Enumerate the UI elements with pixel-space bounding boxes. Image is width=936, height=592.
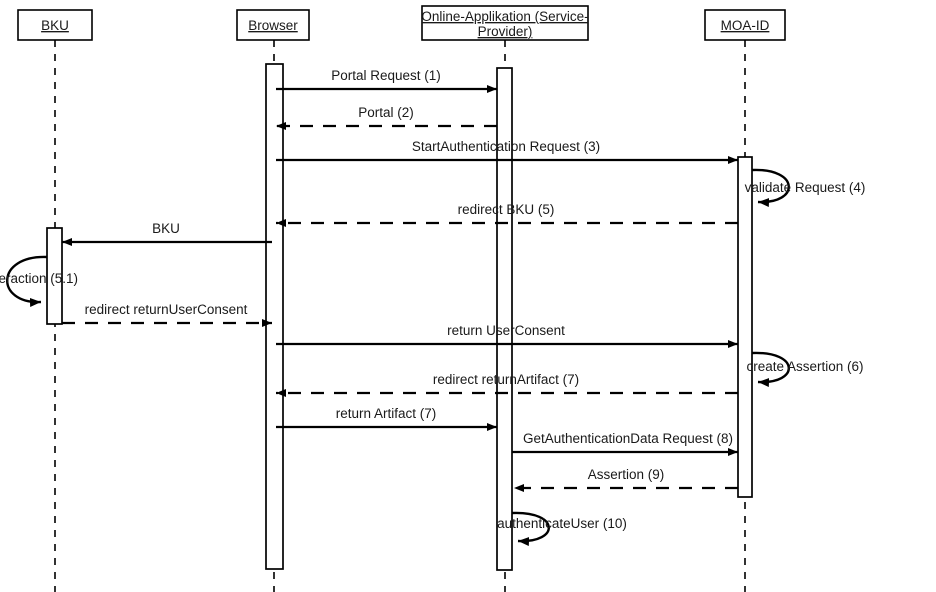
self-message-arrow <box>6 255 48 307</box>
message-label: Portal (2) <box>358 105 414 120</box>
participant-bku[interactable]: BKU <box>17 9 93 41</box>
activation-bars-layer <box>46 63 753 571</box>
message-startauthentication-request-3[interactable]: StartAuthentication Request (3) <box>276 139 738 164</box>
participant-oa[interactable]: Online-Applikation (Service-Provider) <box>421 5 589 41</box>
message-portal-request-1[interactable]: Portal Request (1) <box>276 68 497 93</box>
message-label: redirect returnArtifact (7) <box>433 372 579 387</box>
activation-bar-bku <box>46 227 63 325</box>
message-label: redirect BKU (5) <box>458 202 555 217</box>
message-bku-interaction-5-1[interactable]: BKU interaction (5.1) <box>0 255 78 307</box>
message-label: BKU interaction (5.1) <box>0 271 78 286</box>
message-label: create Assertion (6) <box>746 359 863 374</box>
activation-bar-oa <box>496 67 513 571</box>
message-label: BKU <box>152 221 180 236</box>
message-label: Assertion (9) <box>588 467 665 482</box>
message-authenticateuser-10[interactable]: authenticateUser (10) <box>497 511 627 547</box>
message-label: return UserConsent <box>447 323 565 338</box>
self-message-arrow <box>751 168 790 208</box>
message-label: authenticateUser (10) <box>497 516 627 531</box>
participant-label-moaid: MOA-ID <box>721 18 770 33</box>
message-redirect-bku-5[interactable]: redirect BKU (5) <box>276 202 738 227</box>
message-label: GetAuthenticationData Request (8) <box>523 431 733 446</box>
message-label: redirect returnUserConsent <box>85 302 248 317</box>
message-redirect-returnartifact-7[interactable]: redirect returnArtifact (7) <box>276 372 738 397</box>
message-validate-request-4[interactable]: validate Request (4) <box>745 168 866 208</box>
message-label: StartAuthentication Request (3) <box>412 139 600 154</box>
participant-label-oa: Online-Applikation (Service- <box>421 9 588 24</box>
participant-label-oa: Provider) <box>478 24 533 39</box>
message-redirect-returnuserconsent[interactable]: redirect returnUserConsent <box>62 302 272 327</box>
participant-moaid[interactable]: MOA-ID <box>704 9 786 41</box>
activation-bar-browser <box>265 63 284 570</box>
message-bku[interactable]: BKU <box>62 221 272 246</box>
message-getauthenticationdata-request-8[interactable]: GetAuthenticationData Request (8) <box>512 431 738 456</box>
participant-label-bku: BKU <box>41 18 69 33</box>
message-return-userconsent[interactable]: return UserConsent <box>276 323 738 348</box>
message-return-artifact-7[interactable]: return Artifact (7) <box>276 406 497 431</box>
self-message-arrow <box>751 351 790 388</box>
participant-label-browser: Browser <box>248 18 298 33</box>
message-label: validate Request (4) <box>745 180 866 195</box>
participant-boxes-layer: BKU Browser Online-Applikation (Service-Pr… <box>17 5 786 41</box>
participant-browser[interactable]: Browser <box>236 9 310 41</box>
message-portal-2[interactable]: Portal (2) <box>276 105 497 130</box>
self-message-arrow <box>511 511 550 547</box>
messages-layer: Portal Request (1) Portal (2) StartAuthent… <box>0 68 866 547</box>
message-label: Portal Request (1) <box>331 68 441 83</box>
activation-bar-moaid <box>737 156 753 498</box>
message-create-assertion-6[interactable]: create Assertion (6) <box>746 351 864 388</box>
message-assertion-9[interactable]: Assertion (9) <box>514 467 738 492</box>
message-label: return Artifact (7) <box>336 406 437 421</box>
